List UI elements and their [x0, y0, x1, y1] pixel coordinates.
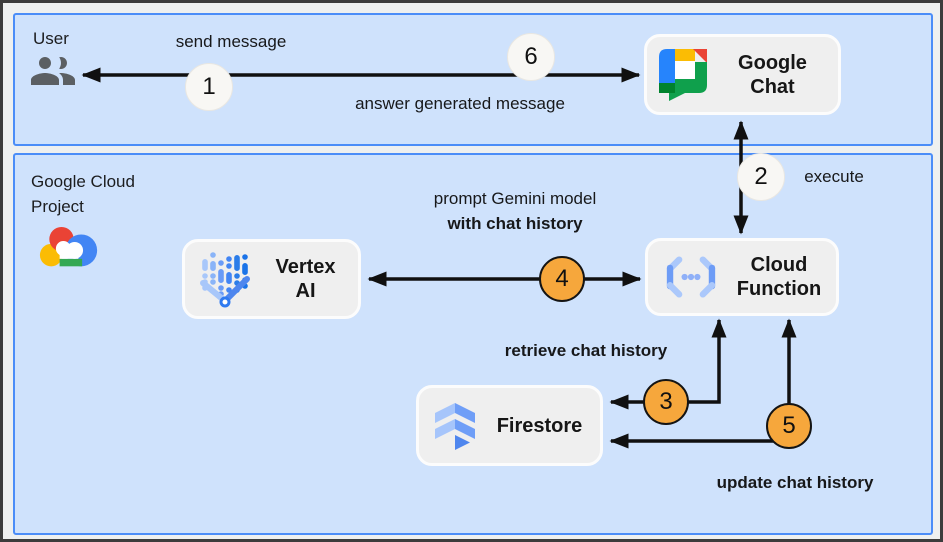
answer-generated-label: answer generated message	[355, 94, 565, 113]
step-5-badge: 5	[766, 403, 812, 449]
send-message-label: send message	[175, 32, 287, 51]
update-chat-history-label: update chat history	[716, 473, 874, 492]
node-vertex-ai: Vertex AI	[182, 239, 361, 319]
cloud-functions-icon	[666, 256, 716, 298]
firestore-icon	[435, 402, 475, 450]
step-4-badge: 4	[539, 256, 585, 302]
vertex-ai-icon	[200, 252, 250, 308]
retrieve-chat-history-label: retrieve chat history	[504, 341, 668, 360]
google-chat-icon	[659, 48, 707, 101]
step-3-badge: 3	[643, 379, 689, 425]
firestore-label: Firestore	[496, 414, 583, 437]
user-panel-label: User	[33, 29, 69, 48]
with-chat-history-label: with chat history	[447, 214, 583, 233]
node-cloud-function: Cloud Function	[645, 238, 839, 316]
node-google-chat: Google Chat	[644, 34, 841, 115]
execute-label: execute	[804, 167, 864, 186]
cloud-function-label: Cloud Function	[736, 254, 822, 300]
node-firestore: Firestore	[416, 385, 603, 466]
step-1-badge: 1	[185, 63, 233, 111]
step-6-badge: 6	[507, 33, 555, 81]
group-people-icon	[29, 47, 77, 100]
step-2-badge: 2	[737, 153, 785, 201]
prompt-gemini-label: prompt Gemini model	[433, 189, 597, 208]
vertex-ai-label: Vertex AI	[275, 256, 336, 302]
google-cloud-logo	[39, 225, 99, 277]
gcp-panel-label: Google Cloud Project	[31, 172, 135, 216]
google-chat-label: Google Chat	[738, 51, 807, 98]
